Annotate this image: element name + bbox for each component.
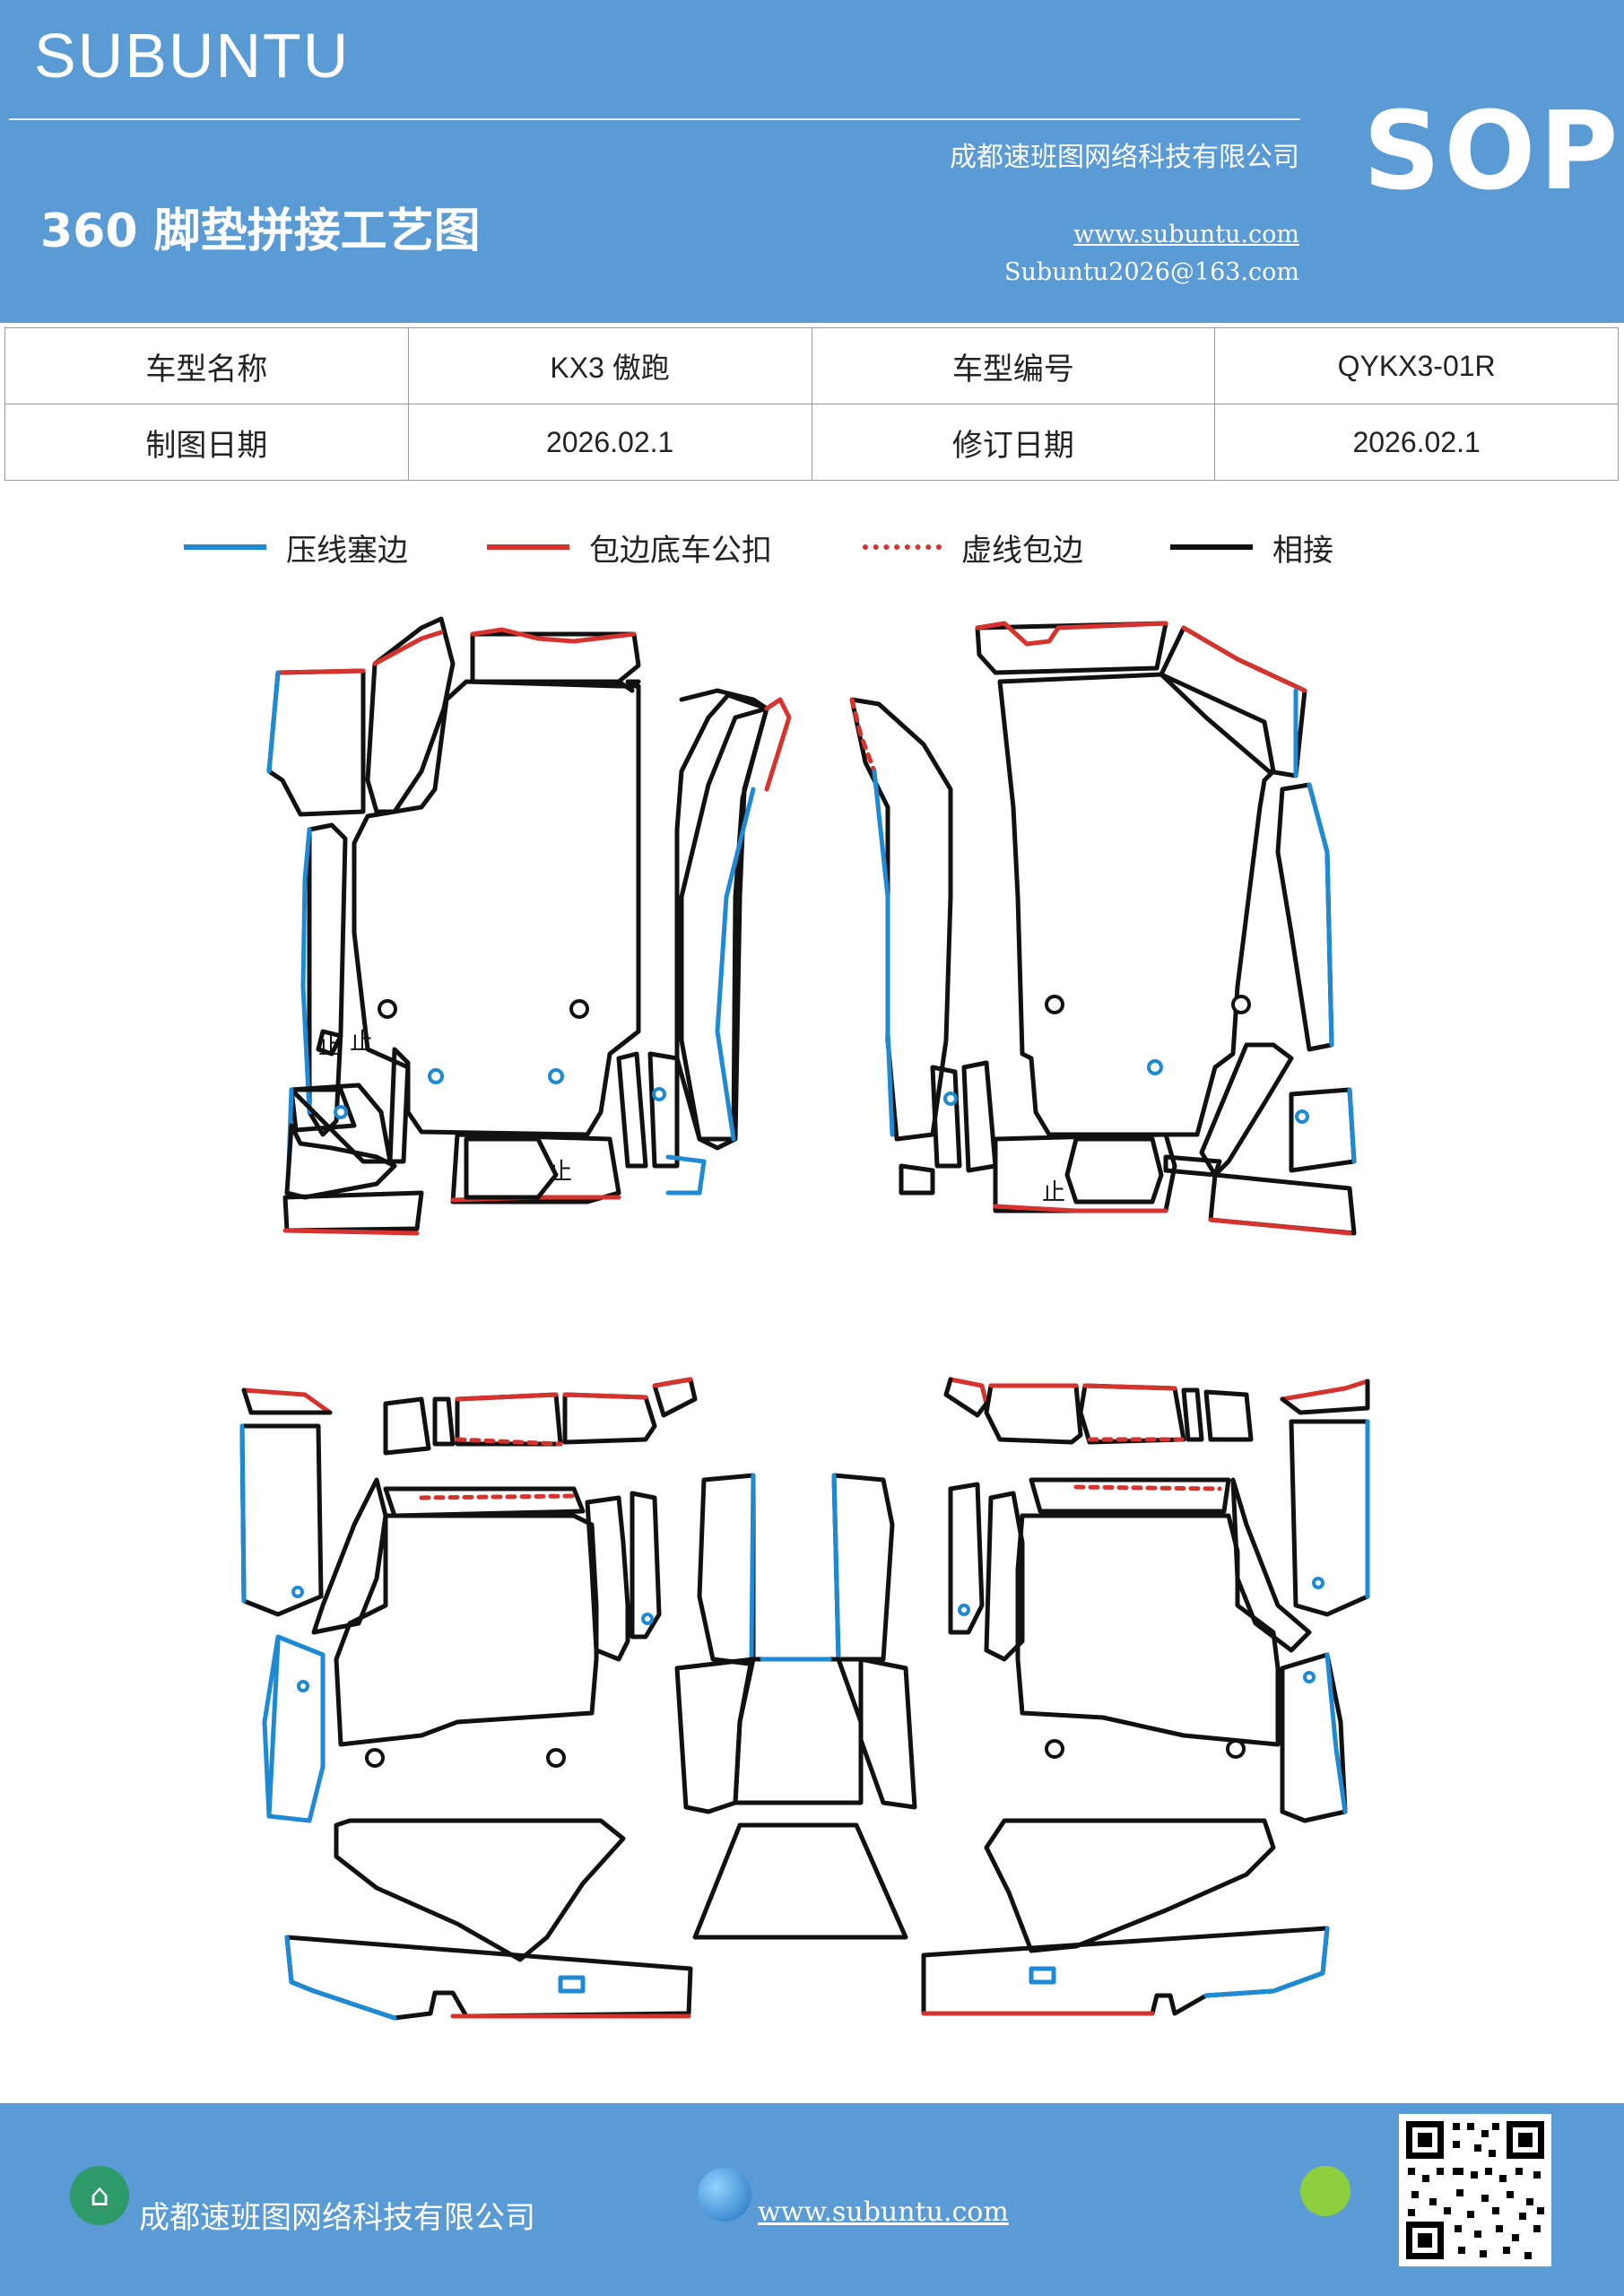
stop-mark: 止 xyxy=(549,1159,572,1186)
legend-label: 相接 xyxy=(1272,532,1333,569)
page-title: 360 脚垫拼接工艺图 xyxy=(40,204,481,258)
model-name-value: KX3 傲跑 xyxy=(407,327,812,404)
header-banner: SUBUNTU 360 脚垫拼接工艺图 成都速班图网络科技有限公司 www.su… xyxy=(0,0,1624,323)
stop-mark: 止 xyxy=(318,1033,342,1060)
mat-set-top-right: 止 xyxy=(849,621,1357,1236)
mat-set-top-left: 止 止 止 xyxy=(266,616,792,1236)
draw-date-label: 制图日期 xyxy=(4,404,409,481)
qr-code-icon xyxy=(1399,2114,1551,2266)
footer-website-link[interactable]: www.subuntu.com xyxy=(758,2196,1009,2228)
table-row: 车型名称 KX3 傲跑 车型编号 QYKX3-01R xyxy=(4,327,1619,404)
building-icon: ⌂ xyxy=(70,2166,129,2225)
company-name: 成都速班图网络科技有限公司 xyxy=(950,142,1299,173)
header-divider xyxy=(9,118,1300,120)
website-link[interactable]: www.subuntu.com xyxy=(1073,221,1299,248)
globe-icon xyxy=(698,2168,751,2222)
mat-set-bottom-left xyxy=(239,1377,756,2021)
legend-swatch-blue xyxy=(184,544,266,550)
qr-code-graphic xyxy=(1406,2121,1544,2259)
legend-label: 包边底车公扣 xyxy=(589,532,772,569)
footer-banner: ⌂ 成都速班图网络科技有限公司 www.subuntu.com xyxy=(0,2103,1624,2296)
contact-email[interactable]: Subuntu2026@163.com xyxy=(1004,258,1299,286)
vehicle-info-table: 车型名称 KX3 傲跑 车型编号 QYKX3-01R 制图日期 2026.02.… xyxy=(4,327,1619,481)
decorative-dot-icon xyxy=(1300,2166,1350,2216)
stop-mark: 止 xyxy=(350,1029,373,1056)
legend-swatch-black xyxy=(1170,544,1253,550)
legend-swatch-red-dashed xyxy=(863,544,942,550)
legend-item-press-line: 压线塞边 xyxy=(184,525,408,570)
table-row: 制图日期 2026.02.1 修订日期 2026.02.1 xyxy=(4,404,1619,481)
sop-badge: SOP xyxy=(1363,90,1622,214)
stop-mark: 止 xyxy=(1042,1179,1065,1206)
revise-date-value: 2026.02.1 xyxy=(1214,404,1619,481)
mat-set-bottom-right xyxy=(921,1377,1370,2016)
legend-label: 压线塞边 xyxy=(286,532,408,569)
legend-swatch-red xyxy=(487,544,569,550)
model-code-value: QYKX3-01R xyxy=(1214,327,1619,404)
brand-logo-text: SUBUNTU xyxy=(34,21,351,91)
legend-item-dashed-edge: 虚线包边 xyxy=(863,525,1083,570)
mat-set-bottom-center xyxy=(674,1473,917,1940)
model-name-label: 车型名称 xyxy=(4,327,409,404)
legend-label: 虚线包边 xyxy=(961,532,1083,569)
legend-item-edge-buckle: 包边底车公扣 xyxy=(487,525,772,570)
draw-date-value: 2026.02.1 xyxy=(407,404,812,481)
footer-company-name: 成都速班图网络科技有限公司 xyxy=(139,2200,535,2236)
revise-date-label: 修订日期 xyxy=(811,404,1216,481)
legend-item-joined: 相接 xyxy=(1170,525,1333,570)
model-code-label: 车型编号 xyxy=(811,327,1216,404)
